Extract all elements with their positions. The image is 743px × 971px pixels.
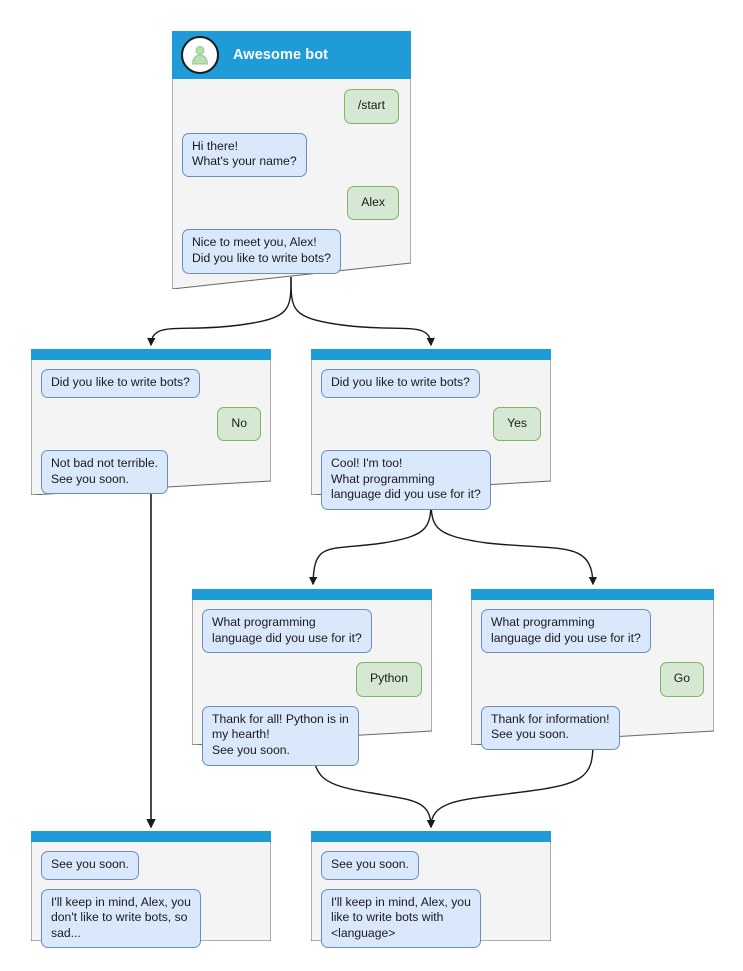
bot-message-bubble[interactable]: Did you like to write bots? [321, 369, 480, 398]
chat-transcript: Did you like to write bots? Yes Cool! I'… [311, 360, 551, 520]
user-message-bubble[interactable]: No [217, 406, 261, 442]
chat-transcript: /start Hi there! What's your name? Alex … [172, 79, 411, 286]
chat-transcript: See you soon. I'll keep in mind, Alex, y… [311, 842, 551, 958]
bot-message-bubble[interactable]: What programming language did you use fo… [202, 609, 372, 654]
node-header [31, 349, 271, 360]
message-row: Did you like to write bots? [321, 369, 541, 398]
bot-message-bubble[interactable]: Nice to meet you, Alex! Did you like to … [182, 229, 341, 274]
end-no-node[interactable]: See you soon. I'll keep in mind, Alex, y… [31, 831, 271, 949]
bot-title: Awesome bot [233, 47, 329, 63]
bot-message-bubble[interactable]: See you soon. [41, 851, 139, 880]
bot-message-bubble[interactable]: I'll keep in mind, Alex, you don't like … [41, 888, 201, 949]
python-branch-node[interactable]: What programming language did you use fo… [192, 589, 432, 766]
message-row: /start [182, 89, 399, 124]
message-row: Cool! I'm too! What programming language… [321, 450, 541, 511]
message-row: What programming language did you use fo… [481, 609, 704, 654]
message-row: Hi there! What's your name? [182, 132, 399, 177]
bot-message-bubble[interactable]: Cool! I'm too! What programming language… [321, 450, 491, 511]
node-header [192, 589, 432, 600]
message-row: Alex [182, 185, 399, 221]
end-yes-node[interactable]: See you soon. I'll keep in mind, Alex, y… [311, 831, 551, 949]
node-header [471, 589, 714, 600]
bot-message-bubble[interactable]: What programming language did you use fo… [481, 609, 651, 654]
message-row: I'll keep in mind, Alex, you like to wri… [321, 888, 541, 949]
yes-branch-node[interactable]: Did you like to write bots? Yes Cool! I'… [311, 349, 551, 511]
chat-transcript: See you soon. I'll keep in mind, Alex, y… [31, 842, 271, 958]
message-row: Python [202, 662, 422, 697]
message-row: Not bad not terrible. See you soon. [41, 450, 261, 495]
go-branch-node[interactable]: What programming language did you use fo… [471, 589, 714, 751]
message-row: I'll keep in mind, Alex, you don't like … [41, 888, 261, 949]
message-row: Thank for information! See you soon. [481, 705, 704, 751]
user-message-bubble[interactable]: Yes [493, 406, 541, 442]
chat-transcript: What programming language did you use fo… [471, 600, 714, 760]
message-row: Yes [321, 406, 541, 442]
bot-message-bubble[interactable]: Hi there! What's your name? [182, 132, 307, 177]
node-header [311, 349, 551, 360]
chat-transcript: Did you like to write bots? No Not bad n… [31, 360, 271, 504]
bot-message-bubble[interactable]: Thank for information! See you soon. [481, 705, 620, 751]
message-row: No [41, 406, 261, 442]
message-row: See you soon. [41, 851, 261, 880]
bot-message-bubble[interactable]: Thank for all! Python is in my hearth! S… [202, 705, 359, 766]
user-message-bubble[interactable]: /start [343, 89, 399, 124]
user-message-bubble[interactable]: Alex [347, 185, 399, 221]
bot-message-bubble[interactable]: I'll keep in mind, Alex, you like to wri… [321, 888, 481, 949]
message-row: Go [481, 662, 704, 697]
message-row: Did you like to write bots? [41, 369, 261, 398]
bot-message-bubble[interactable]: Did you like to write bots? [41, 369, 200, 398]
user-message-bubble[interactable]: Go [659, 662, 704, 697]
node-header [31, 831, 271, 842]
chat-transcript: What programming language did you use fo… [192, 600, 432, 776]
bot-message-bubble[interactable]: See you soon. [321, 851, 419, 880]
message-row: Thank for all! Python is in my hearth! S… [202, 705, 422, 766]
no-branch-node[interactable]: Did you like to write bots? No Not bad n… [31, 349, 271, 495]
message-row: Nice to meet you, Alex! Did you like to … [182, 229, 399, 274]
person-avatar-icon [181, 36, 219, 74]
message-row: See you soon. [321, 851, 541, 880]
message-row: What programming language did you use fo… [202, 609, 422, 654]
bot-message-bubble[interactable]: Not bad not terrible. See you soon. [41, 450, 169, 495]
node-header [311, 831, 551, 842]
node-header: Awesome bot [172, 31, 411, 79]
user-message-bubble[interactable]: Python [356, 662, 422, 697]
start-node[interactable]: Awesome bot /start Hi there! What's your… [172, 31, 411, 289]
